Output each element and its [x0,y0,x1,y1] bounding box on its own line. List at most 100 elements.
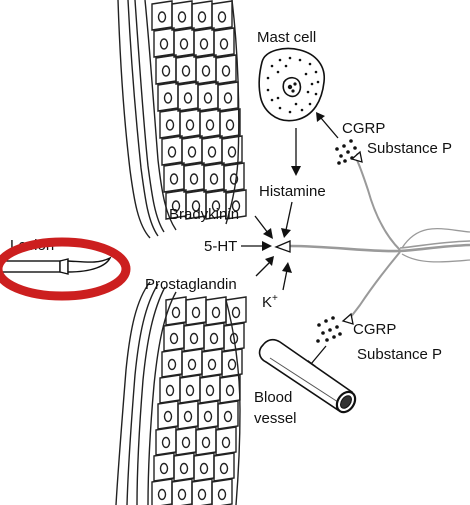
cell-nucleus [201,39,208,49]
epithelial-cell [156,55,176,84]
epithelial-cell [152,1,172,30]
epithelial-cell [186,297,206,325]
cell-nucleus [169,360,176,370]
epithelial-cell [214,28,234,57]
cgrp-bottom-label: CGRP [353,321,396,338]
cell-nucleus [221,39,228,49]
mast-cell-granule [311,83,314,86]
epithelial-cell [164,323,184,351]
arrow-5ht [241,241,272,251]
cell-nucleus [159,490,166,500]
epithelial-cell [184,323,204,351]
epithelial-cell [152,479,172,505]
epithelial-cell [160,109,180,138]
cell-nucleus [181,464,188,474]
epithelial-cell [154,453,174,481]
epithelial-cell [172,1,192,30]
histamine-label: Histamine [259,183,326,200]
epithelial-cell [216,55,236,84]
epithelial-cell [192,1,212,30]
bradykinin-label: Bradykinin [169,206,239,223]
epithelial-cell [202,136,222,165]
epithelial-cell [204,163,224,192]
cell-nucleus [185,412,192,422]
cell-nucleus [171,174,178,184]
epithelial-cell [176,427,196,455]
cell-nucleus [185,93,192,103]
cell-nucleus [225,93,232,103]
nerve-ending-bottom [343,314,353,324]
scalpel-icon [0,258,110,274]
upper-skin-surface [118,0,150,238]
mast-cell-granule [285,65,288,68]
mast-cell-granule [315,71,318,74]
epithelial-cell [180,375,200,403]
arrow-cgrp-to-mastcell [316,112,338,138]
cell-nucleus [163,438,170,448]
epithelial-cell [198,401,218,429]
epithelial-cell [192,479,212,505]
epithelial-cell [200,109,220,138]
cell-nucleus [191,174,198,184]
epithelial-cell [182,349,202,377]
blood-vessel-label-line1: Blood [254,389,292,406]
mast-cell [259,49,324,121]
epithelial-cell [178,82,198,111]
cell-nucleus [213,308,220,318]
mast-cell-granule [289,111,292,114]
cell-nucleus [159,12,166,22]
mast-cell-granule [271,99,274,102]
cell-nucleus [169,147,176,157]
cell-nucleus [203,438,210,448]
epithelial-cell [174,453,194,481]
cell-nucleus [209,360,216,370]
epithelial-cell [178,401,198,429]
arrow-bradykinin [255,216,273,239]
cell-nucleus [163,66,170,76]
cell-nucleus [199,12,206,22]
upper-skin-tissue [118,0,246,238]
epithelial-cell [196,55,216,84]
mast-cell-granule [277,71,280,74]
cell-nucleus [161,464,168,474]
mast-cell-granule [295,103,298,106]
epithelial-cell [154,28,174,57]
mast-cell-granule [315,93,318,96]
epithelial-cell [194,453,214,481]
cell-nucleus [233,308,240,318]
epithelial-cell [176,55,196,84]
epithelial-cell [182,136,202,165]
cell-nucleus [173,308,180,318]
cell-nucleus [223,438,230,448]
mast-cell-label: Mast cell [257,29,316,46]
mast-cell-granule [271,65,274,68]
epithelial-cell [220,109,240,138]
cell-nucleus [167,386,174,396]
epithelial-cell [158,401,178,429]
epithelial-cell [218,401,238,429]
cell-nucleus [179,12,186,22]
nerve-ending-top [352,152,362,162]
epithelial-cell [184,163,204,192]
cell-nucleus [227,120,234,130]
cell-nucleus [229,360,236,370]
cell-nucleus [223,66,230,76]
mast-cell-granule [289,57,292,60]
arrow-histamine [281,202,292,238]
cell-nucleus [165,412,172,422]
cell-nucleus [171,334,178,344]
cell-nucleus [191,334,198,344]
mast-cell-granule [317,81,320,84]
k-ion-label: K+ [262,293,278,311]
mast-cell-granule [307,91,310,94]
cell-nucleus [203,66,210,76]
prostaglandin-label: Prostaglandin [145,276,237,293]
cell-nucleus [225,412,232,422]
nerve-ending-center [276,241,290,252]
epithelial-cell [164,163,184,192]
cell-nucleus [183,66,190,76]
epithelial-cell [174,28,194,57]
cell-nucleus [189,360,196,370]
